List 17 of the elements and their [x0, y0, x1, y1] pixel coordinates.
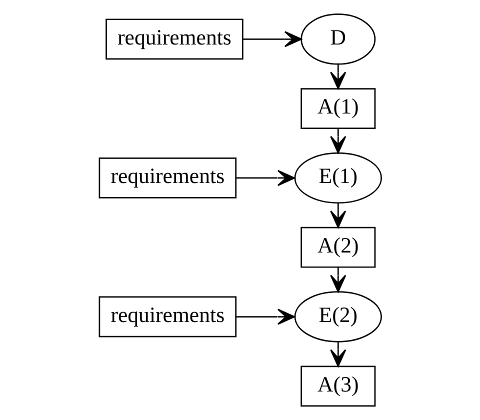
node-box: A(3) — [300, 366, 376, 407]
arrow — [236, 170, 295, 186]
arrow — [236, 308, 295, 325]
arrow — [330, 64, 346, 90]
arrow — [330, 342, 346, 367]
node-box: requirements — [98, 158, 236, 198]
node-ellipse: D — [300, 14, 376, 65]
arrow — [242, 31, 302, 48]
node-box: A(2) — [300, 226, 376, 268]
arrow — [330, 128, 346, 154]
node-box: requirements — [105, 18, 243, 60]
node-box: A(1) — [300, 88, 376, 129]
node-ellipse: E(1) — [294, 152, 382, 204]
node-box: requirements — [98, 296, 236, 338]
node-ellipse: E(2) — [294, 291, 382, 342]
arrow — [330, 203, 346, 228]
arrow — [330, 267, 346, 292]
